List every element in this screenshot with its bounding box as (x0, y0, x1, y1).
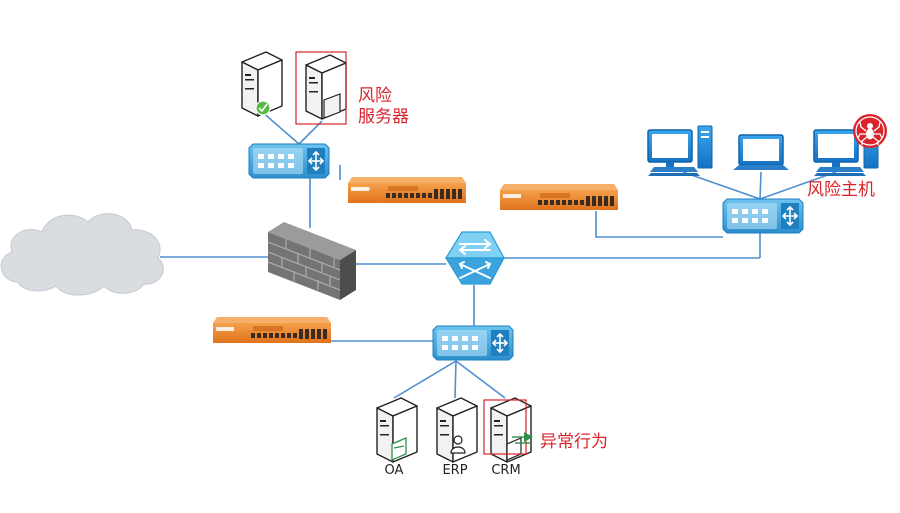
spider-virus-icon (853, 114, 887, 148)
user-badge-icon (450, 435, 466, 454)
abnormal-behavior-label: 异常行为 (540, 432, 608, 452)
cloud-icon (0, 213, 164, 296)
risk-host-label: 风险主机 (807, 180, 875, 200)
check-badge-icon (255, 100, 271, 116)
laptop-icon (733, 134, 789, 170)
security-appliance-icon-right (500, 184, 618, 210)
desktop-computer-icon-left (647, 125, 713, 177)
access-switch-icon-right (722, 198, 804, 234)
link-switch-right-laptop (759, 171, 762, 200)
access-switch-icon-top (248, 143, 330, 179)
appliance-brand-label: Hillstone (351, 186, 371, 192)
link-switch-right-pc2 (759, 171, 837, 200)
link-switch-bottom-crm (455, 360, 506, 399)
risk-server-marker-icon (323, 93, 341, 119)
server-label-oa: OA (384, 463, 404, 478)
alert-arrow-icon (512, 432, 533, 444)
core-router-icon (444, 231, 506, 285)
risk-server-label: 风险 服务器 (358, 86, 409, 128)
link-switch-bottom-erp (454, 360, 457, 399)
link-switch-top-server2 (298, 120, 323, 145)
security-appliance-icon-left (213, 317, 331, 343)
link-switch-bottom-oa (393, 360, 457, 399)
network-links (160, 110, 837, 399)
access-switch-icon-bottom (432, 325, 514, 361)
link-appliance-right-switch (595, 211, 723, 238)
risk-server-label-line1: 风险 (358, 86, 392, 106)
oa-badge-icon (391, 437, 407, 461)
risk-server-highlight-box (295, 51, 347, 125)
server-label-erp: ERP (442, 463, 468, 478)
firewall-icon (267, 222, 356, 300)
link-switch-right-pc1 (682, 171, 761, 200)
risk-server-label-line2: 服务器 (358, 107, 409, 127)
server-label-crm: CRM (491, 463, 521, 478)
crm-highlight-box (483, 399, 527, 455)
link-switch-top-server1 (260, 110, 300, 145)
